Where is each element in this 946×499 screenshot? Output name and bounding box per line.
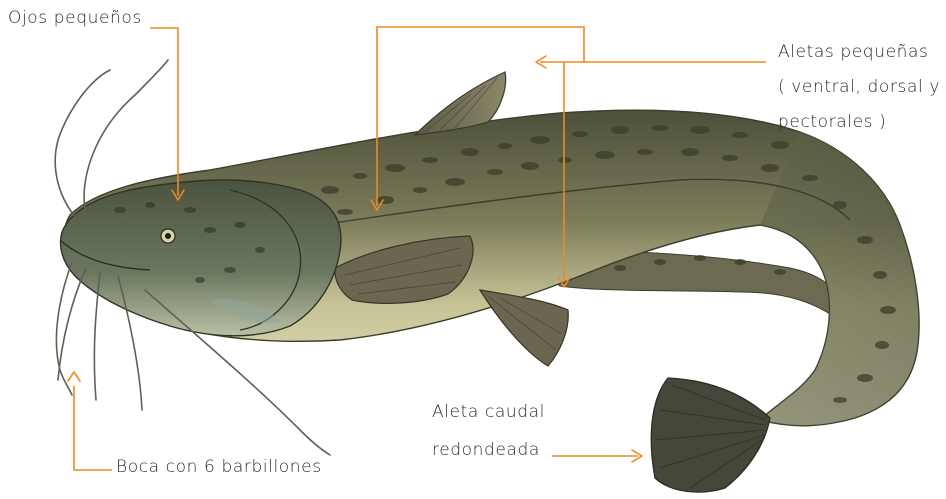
catfish-head <box>60 180 341 336</box>
leader-mouth <box>74 386 112 470</box>
arrow-up-icon <box>68 372 80 381</box>
label-eyes: Ojos pequeños <box>8 10 142 27</box>
label-fins-title: Aletas pequeñas <box>778 44 928 61</box>
label-tail-title: Aleta caudal <box>432 404 545 421</box>
label-mouth: Boca con 6 barbillones <box>116 459 322 476</box>
label-fins-detail-end: pectorales ) <box>778 114 886 131</box>
label-fins-detail: ( ventral, dorsal y <box>778 79 940 96</box>
ventral-fin <box>480 290 568 366</box>
label-tail-detail: redondeada <box>432 442 540 459</box>
leader-eyes <box>150 28 178 196</box>
